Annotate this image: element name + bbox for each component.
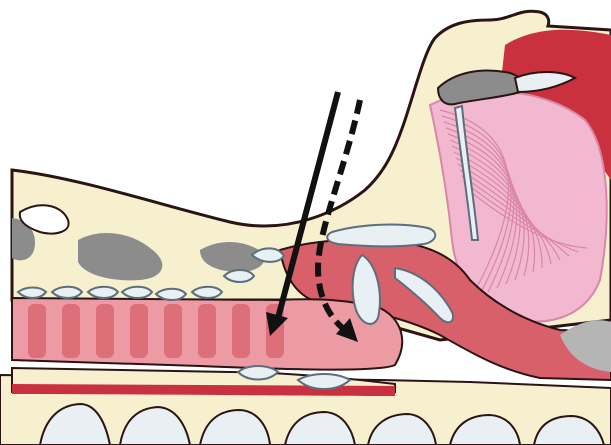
tracheal-ring xyxy=(164,304,182,358)
tracheal-ring xyxy=(232,304,250,358)
tracheal-ring xyxy=(130,304,148,358)
tracheal-ring xyxy=(198,304,216,358)
tracheal-ring xyxy=(62,304,80,358)
tracheal-ring xyxy=(28,304,46,358)
tracheal-ring xyxy=(96,304,114,358)
lower-cartilage-a xyxy=(238,366,278,380)
